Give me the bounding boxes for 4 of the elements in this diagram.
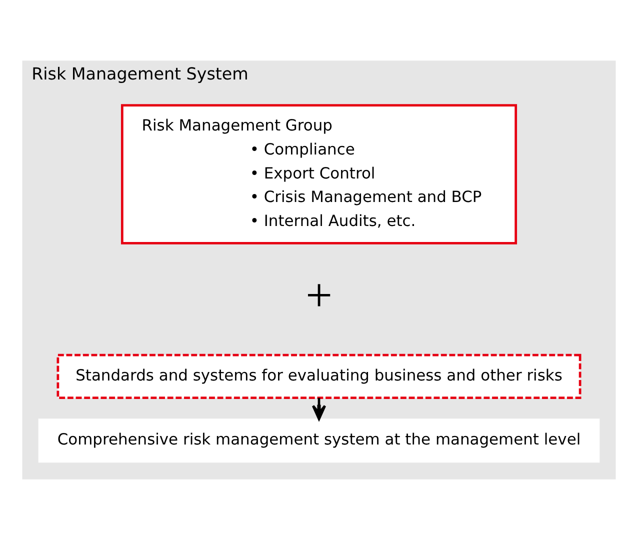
node-box: Comprehensive risk management system at the management level xyxy=(38,418,600,462)
label: + xyxy=(306,270,332,322)
node-box: Risk Management Group • Compliance • Export Control • Crisis Management and BCP • Internal Audits, etc. xyxy=(120,104,518,244)
node-box: Standards and systems for evaluating business and other risks xyxy=(56,353,582,399)
